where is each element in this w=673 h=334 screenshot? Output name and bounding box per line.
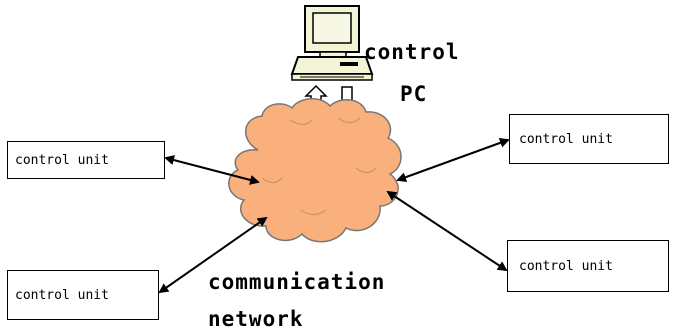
control-unit-box-right-bottom: control unit — [507, 240, 669, 292]
cloud-icon — [228, 98, 402, 243]
control-unit-box-right-top: control unit — [509, 114, 669, 164]
control-unit-label: control unit — [15, 153, 109, 168]
unit-right-top-link-arrow — [396, 138, 510, 182]
unit-left-bottom-link-arrow — [158, 216, 268, 294]
network-label-line1: communication — [208, 270, 386, 294]
pc-title-line1: control — [364, 40, 460, 64]
unit-right-bottom-link-arrow — [386, 190, 508, 272]
control-unit-label: control unit — [15, 288, 109, 303]
control-unit-label: control unit — [519, 132, 613, 147]
network-label-line2: network — [208, 307, 304, 331]
control-unit-box-left-top: control unit — [7, 141, 165, 179]
pc-title-line2: PC — [400, 82, 428, 106]
control-unit-label: control unit — [519, 259, 613, 274]
computer-icon — [290, 5, 374, 81]
control-unit-box-left-bottom: control unit — [7, 270, 159, 320]
unit-left-top-link-arrow — [164, 155, 260, 185]
